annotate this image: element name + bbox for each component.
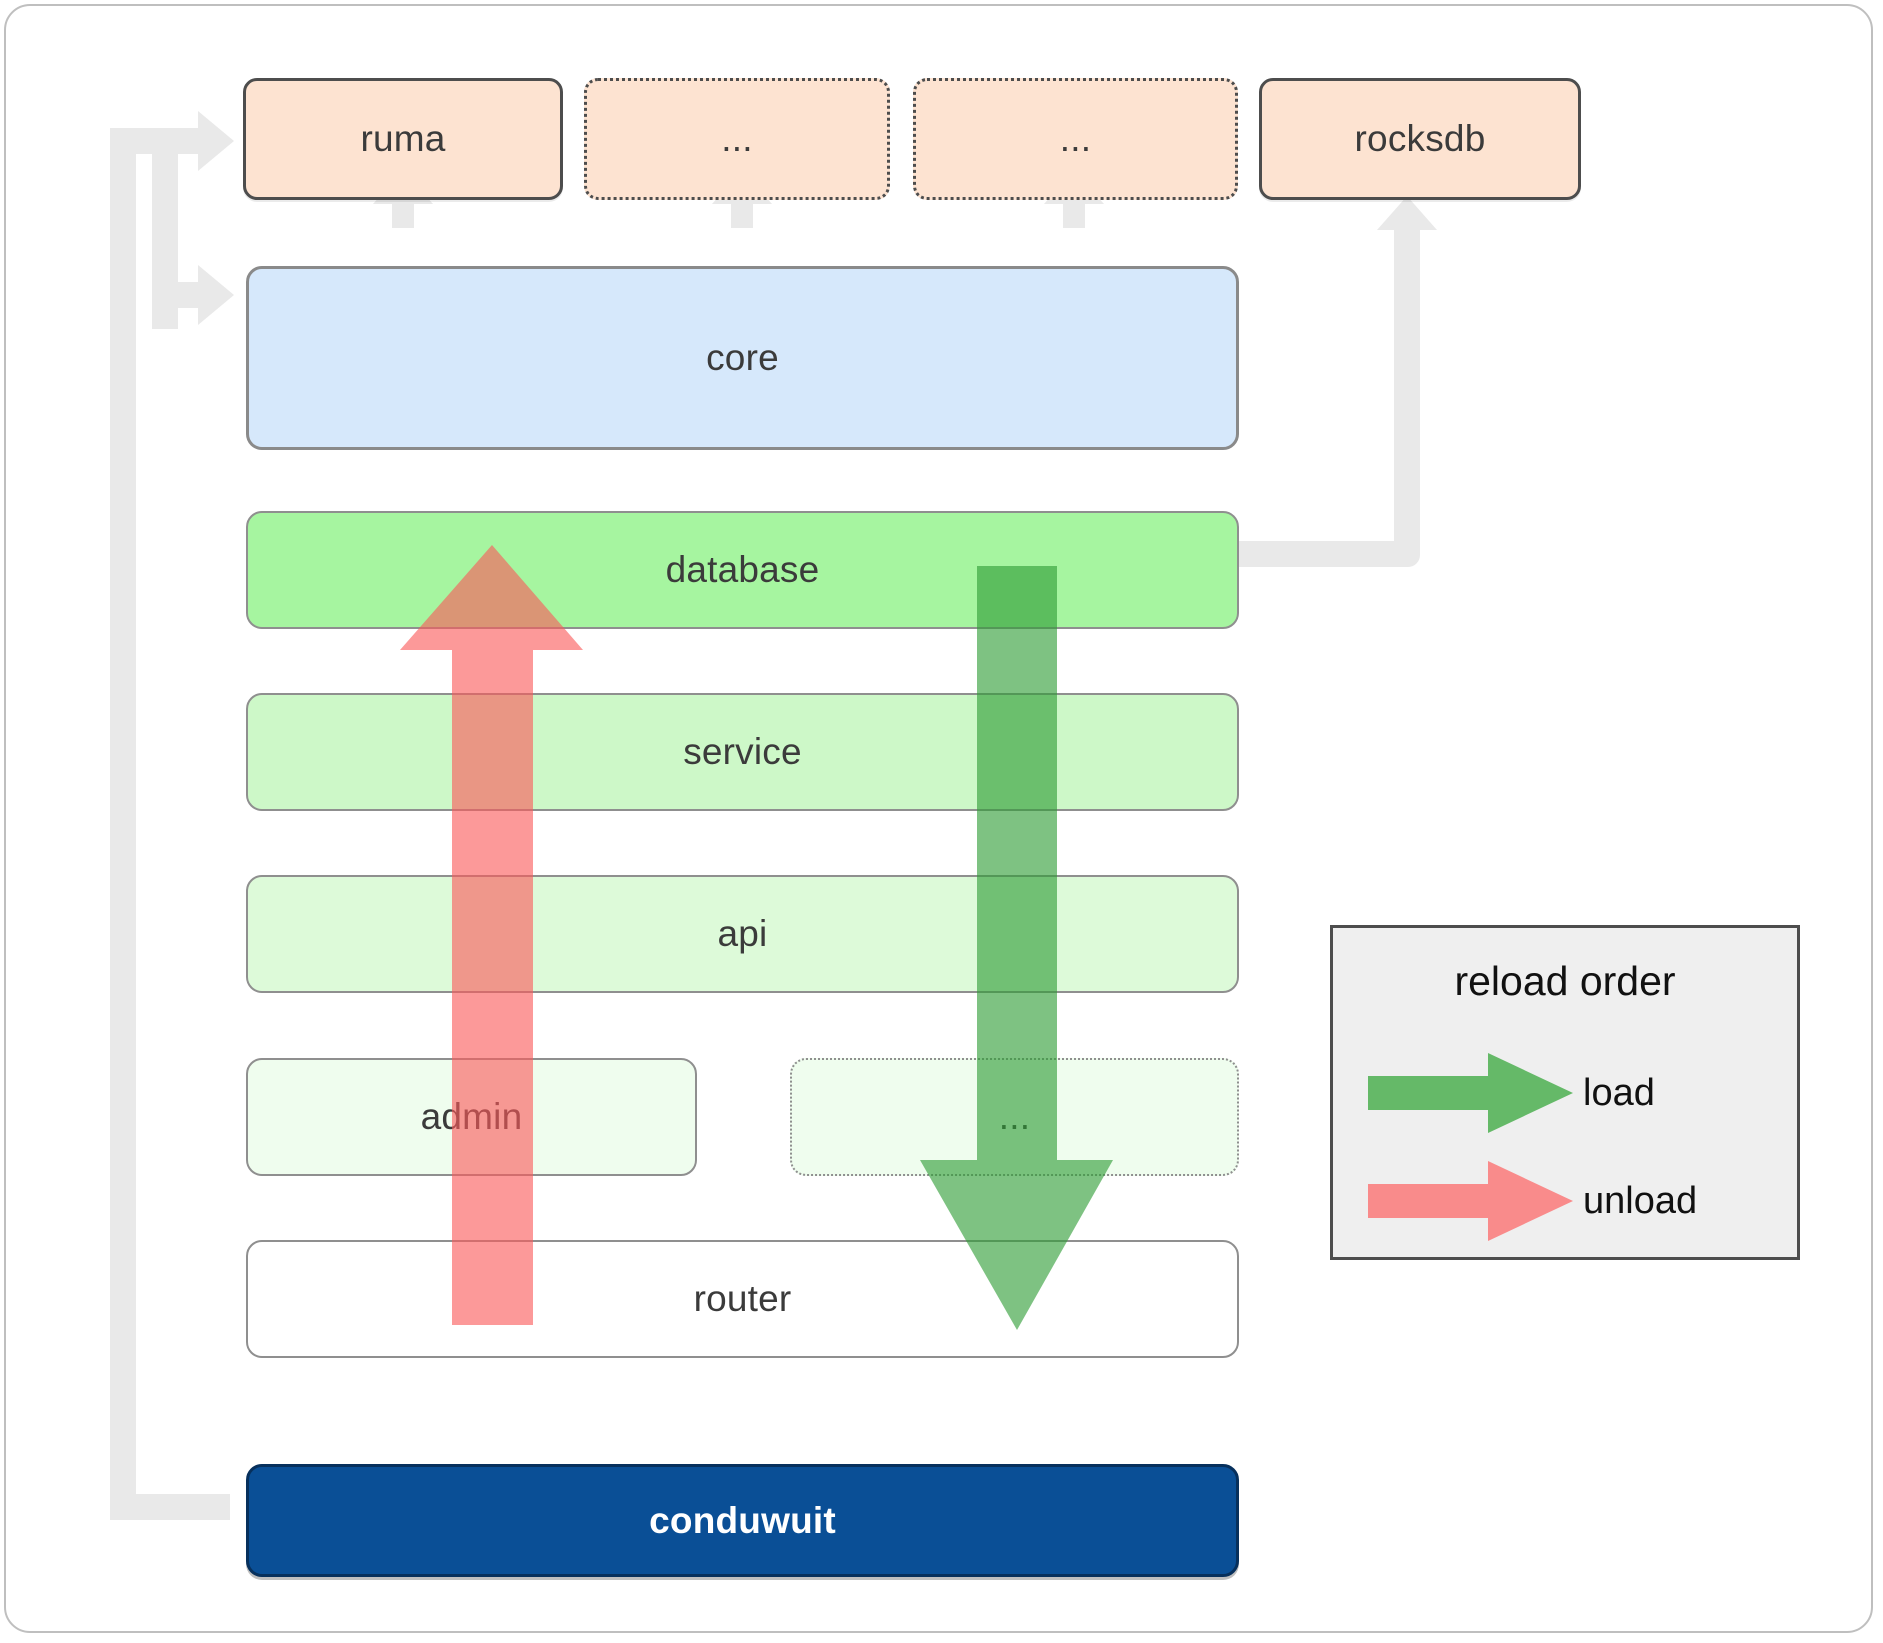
node-dep-more-1[interactable]: ... xyxy=(584,78,890,200)
node-service-label: service xyxy=(683,731,802,772)
legend-box: reload order load unload xyxy=(1330,925,1800,1260)
connector-db-to-rocksdb-vertical xyxy=(1394,225,1420,555)
legend-title: reload order xyxy=(1454,958,1676,1004)
node-conduwuit-label: conduwuit xyxy=(649,1499,836,1541)
legend-unload-label: unload xyxy=(1583,1179,1698,1222)
node-router-label: router xyxy=(693,1278,792,1319)
connector-core-to-dep2-stem xyxy=(1063,196,1085,228)
connector-arrowhead-rocksdb xyxy=(1377,196,1437,230)
node-ruma[interactable]: ruma xyxy=(243,78,563,200)
node-core-label: core xyxy=(706,337,779,378)
node-rocksdb[interactable]: rocksdb xyxy=(1259,78,1581,200)
node-rocksdb-label: rocksdb xyxy=(1354,118,1486,159)
connector-left-to-app xyxy=(110,1494,230,1520)
node-database-label: database xyxy=(665,549,820,590)
node-layer-more-label: ... xyxy=(998,1096,1031,1137)
node-core[interactable]: core xyxy=(246,266,1239,450)
legend-row-unload: unload xyxy=(1333,1156,1797,1246)
node-api[interactable]: api xyxy=(246,875,1239,993)
legend-unload-arrow-icon xyxy=(1368,1156,1583,1246)
node-api-label: api xyxy=(717,913,768,954)
node-admin-label: admin xyxy=(420,1096,523,1137)
connector-core-to-dep1-stem xyxy=(731,196,753,228)
connector-core-to-ruma-stem xyxy=(392,196,414,228)
connector-arrowhead-core xyxy=(198,265,234,325)
connector-db-to-rocksdb-horizontal xyxy=(1230,541,1420,567)
connector-left-to-ruma xyxy=(110,128,210,154)
node-ruma-label: ruma xyxy=(360,118,446,159)
connector-arrowhead-ruma xyxy=(198,111,234,171)
node-database[interactable]: database xyxy=(246,511,1239,629)
diagram-frame xyxy=(4,4,1873,1633)
node-dep-more-1-label: ... xyxy=(721,118,753,159)
node-dep-more-2[interactable]: ... xyxy=(913,78,1238,200)
legend-row-load: load xyxy=(1333,1048,1797,1138)
legend-load-arrow-icon xyxy=(1368,1048,1583,1138)
node-admin[interactable]: admin xyxy=(246,1058,697,1176)
node-conduwuit[interactable]: conduwuit xyxy=(246,1464,1239,1577)
node-layer-more[interactable]: ... xyxy=(790,1058,1239,1176)
node-service[interactable]: service xyxy=(246,693,1239,811)
legend-load-label: load xyxy=(1583,1071,1655,1114)
node-router[interactable]: router xyxy=(246,1240,1239,1358)
connector-left-trunk xyxy=(110,130,136,1520)
node-dep-more-2-label: ... xyxy=(1059,118,1092,159)
